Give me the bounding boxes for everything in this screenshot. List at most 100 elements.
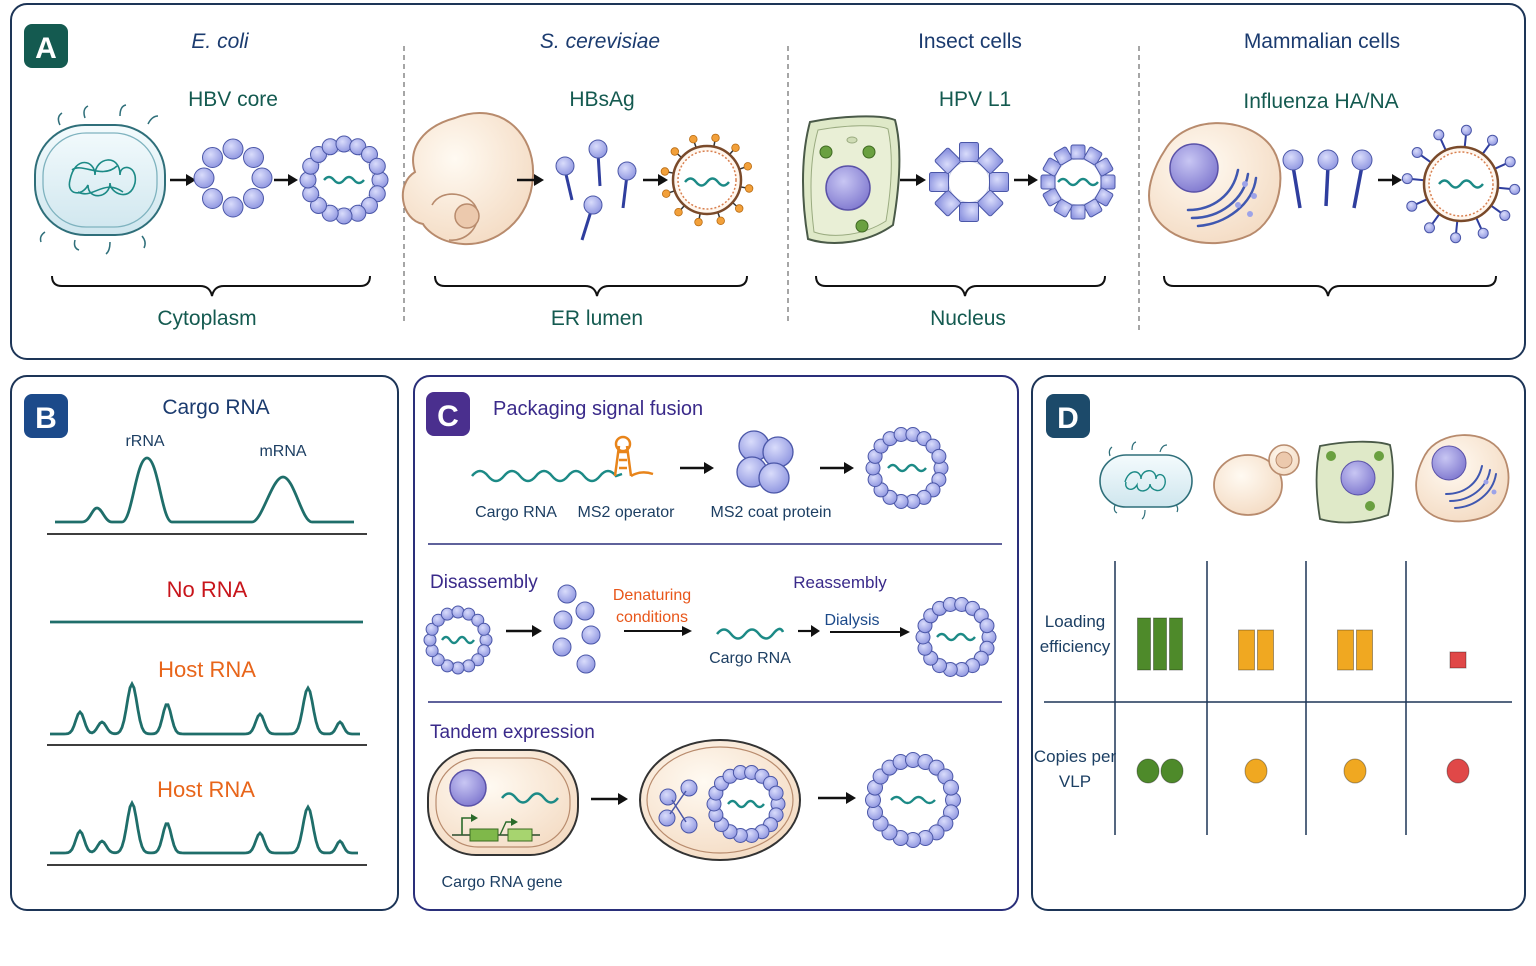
mammalian-cell-icon xyxy=(1415,434,1510,523)
copies-dot xyxy=(1160,758,1184,784)
peak-label-rrna: rRNA xyxy=(125,433,164,450)
panel-a: A E. coli S. cerevisiae Insect cells Mam… xyxy=(10,3,1526,360)
row-label-efficiency: efficiency xyxy=(1040,637,1111,656)
ha-na-glycoprotein-icons xyxy=(1282,149,1373,209)
location-er-lumen: ER lumen xyxy=(551,307,643,330)
brace-er-lumen xyxy=(434,275,748,297)
host-cell-assembly-icon xyxy=(639,739,801,861)
yeast-cell-icon xyxy=(401,112,535,246)
section-disassembly-title: Disassembly xyxy=(430,572,538,593)
host-title-insect: Insect cells xyxy=(918,30,1022,53)
label-ms2-coat-protein: MS2 coat protein xyxy=(711,504,832,521)
loading-bar xyxy=(1153,617,1167,671)
arrow-icon xyxy=(818,792,856,804)
arrow-icon xyxy=(820,462,854,474)
label-dialysis: Dialysis xyxy=(824,612,879,629)
hbv-vlp-icon xyxy=(299,135,389,225)
row-label-vlp: VLP xyxy=(1059,772,1091,791)
panel-b-badge-letter: B xyxy=(35,402,57,435)
panel-a-badge xyxy=(24,24,68,68)
protein-influenza: Influenza HA/NA xyxy=(1243,90,1398,113)
arrow-icon xyxy=(900,174,926,186)
tandem-vlp-icon xyxy=(865,752,961,848)
influenza-vlp-icon xyxy=(1401,124,1521,244)
protein-hbsag: HBsAg xyxy=(569,88,634,111)
host-title-yeast: S. cerevisiae xyxy=(540,30,660,53)
copies-dot xyxy=(1343,758,1367,784)
label-ms2-operator: MS2 operator xyxy=(578,504,676,521)
protein-hbv-core: HBV core xyxy=(188,88,278,111)
loading-bar xyxy=(1449,651,1467,669)
yeast-cell-icon xyxy=(1213,444,1300,516)
arrow-icon xyxy=(624,626,692,636)
host-title-ecoli: E. coli xyxy=(191,30,250,53)
arrow-icon xyxy=(680,462,714,474)
brace-mammalian xyxy=(1163,275,1497,297)
label-cargo-rna: Cargo RNA xyxy=(475,504,557,521)
cargo-rna-strand xyxy=(471,469,623,483)
hbsag-monomer-icons xyxy=(555,139,637,241)
ms2-coat-protein-icon xyxy=(736,430,794,494)
location-nucleus: Nucleus xyxy=(930,307,1006,330)
insect-cell-icon xyxy=(802,115,901,244)
trace-host-rna xyxy=(50,680,360,736)
reassembled-vlp-icon xyxy=(915,597,997,677)
label-cargo-rna-2: Cargo RNA xyxy=(709,650,791,667)
panel-b-title: Cargo RNA xyxy=(162,396,269,419)
row-label-copies-per: Copies per xyxy=(1034,747,1117,766)
row-label-no-rna: No RNA xyxy=(167,577,248,602)
insect-cell-icon xyxy=(1315,440,1394,524)
loading-bar xyxy=(1137,617,1151,671)
ms2-operator-hairpin-icon xyxy=(613,435,654,478)
hbv-core-capsid-icon xyxy=(193,138,273,218)
loading-bar xyxy=(1238,629,1255,671)
mammalian-cell-icon xyxy=(1148,122,1282,244)
arrow-icon xyxy=(1378,174,1402,186)
panel-c-badge-letter: C xyxy=(437,400,459,433)
copies-dot xyxy=(1136,758,1160,784)
copies-dot xyxy=(1244,758,1268,784)
brace-nucleus xyxy=(815,275,1106,297)
copies-dot xyxy=(1446,758,1470,784)
label-conditions: conditions xyxy=(616,609,688,626)
brace-cytoplasm xyxy=(51,275,371,297)
loading-bar xyxy=(1356,629,1373,671)
panel-c-badge xyxy=(426,392,470,436)
label-reassembly: Reassembly xyxy=(793,573,887,592)
ecoli-cell-icon xyxy=(1099,441,1193,520)
arrow-icon xyxy=(643,174,668,186)
arrow-icon xyxy=(170,174,196,186)
hpv-vlp-icon xyxy=(1040,144,1116,220)
arrow-icon xyxy=(830,627,910,637)
arrow-icon xyxy=(1014,174,1038,186)
label-cargo-rna-gene: Cargo RNA gene xyxy=(442,874,563,891)
loading-bar xyxy=(1257,629,1274,671)
trace-host-rna-2 xyxy=(50,799,358,855)
protein-hpv-l1: HPV L1 xyxy=(939,88,1011,111)
panel-d-badge xyxy=(1046,394,1090,438)
loading-bar xyxy=(1337,629,1354,671)
row-label-host-rna: Host RNA xyxy=(158,657,256,682)
hpv-capsomere-ring-icon xyxy=(929,142,1009,222)
panel-b: B Cargo RNA rRNA mRNA No RNA Host RNA Ho… xyxy=(10,375,399,911)
row-label-host-rna-2: Host RNA xyxy=(157,777,255,802)
dissociated-subunits-icon xyxy=(552,584,601,674)
vlp-before-disassembly-icon xyxy=(423,605,493,675)
panel-a-badge-letter: A xyxy=(35,32,57,65)
arrow-icon xyxy=(517,174,544,186)
panel-c: C Packaging signal fusion Cargo RNA MS2 … xyxy=(413,375,1019,911)
label-denaturing: Denaturing xyxy=(613,587,691,604)
panel-b-badge xyxy=(24,394,68,438)
host-cell-tandem-icon xyxy=(427,749,579,856)
arrow-icon xyxy=(506,625,542,637)
arrow-icon xyxy=(591,793,628,805)
section-packaging-title: Packaging signal fusion xyxy=(493,398,703,420)
trace-cargo-rna xyxy=(55,456,354,524)
arrow-icon xyxy=(798,625,820,637)
section-tandem-title: Tandem expression xyxy=(430,722,595,743)
panel-d-badge-letter: D xyxy=(1057,402,1079,435)
ecoli-cell-icon xyxy=(34,104,166,255)
hbsag-vlp-icon xyxy=(660,133,754,227)
ms2-vlp-icon xyxy=(865,427,949,509)
free-cargo-rna-strand xyxy=(716,627,785,640)
